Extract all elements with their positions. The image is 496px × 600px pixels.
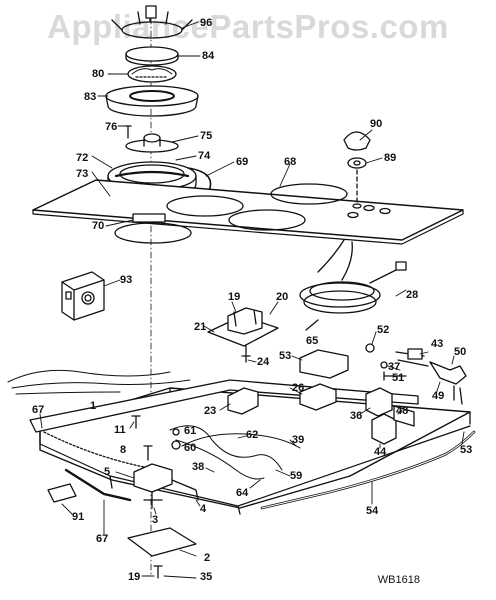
left-wiring (7, 369, 191, 395)
callout-90: 90 (370, 118, 383, 130)
callout-49: 49 (432, 390, 445, 402)
regulator-36 (365, 387, 393, 417)
callout-8: 8 (120, 444, 127, 456)
callout-67b: 67 (96, 533, 109, 545)
callout-84: 84 (202, 50, 215, 62)
callout-72: 72 (76, 152, 89, 164)
callout-80: 80 (92, 68, 105, 80)
bracket-48 (393, 405, 415, 427)
callout-69: 69 (236, 156, 249, 168)
callout-23: 23 (204, 405, 217, 417)
screw-11 (131, 415, 141, 429)
callout-67a: 67 (32, 404, 45, 416)
bottom-rail (64, 468, 132, 502)
callout-54: 54 (366, 505, 379, 517)
callout-26: 26 (292, 382, 305, 394)
callout-74: 74 (198, 150, 211, 162)
electrode-60 (171, 440, 181, 450)
callout-62: 62 (246, 429, 259, 441)
callout-64: 64 (236, 487, 249, 499)
screw-76 (124, 125, 132, 139)
ignitor-module (61, 271, 105, 321)
callout-4: 4 (200, 503, 207, 515)
callout-73: 73 (76, 168, 89, 180)
relay-box (299, 349, 349, 379)
callout-65: 65 (306, 335, 319, 347)
callout-68: 68 (284, 156, 297, 168)
cooktop-panel (32, 179, 464, 245)
drawing-code: WB1618 (377, 574, 420, 586)
burner-orifice (125, 133, 179, 153)
callout-44: 44 (374, 446, 387, 458)
callout-36: 36 (350, 410, 363, 422)
watermark: AppliancePartsPros.com (47, 8, 449, 45)
callout-38: 38 (192, 461, 205, 473)
callout-3: 3 (152, 514, 159, 526)
right-valve-assembly (395, 348, 467, 405)
callout-96: 96 (200, 17, 213, 29)
burner-cap (125, 46, 179, 66)
callout-61: 61 (184, 425, 197, 437)
callout-51: 51 (392, 372, 405, 384)
bolt-51 (383, 371, 407, 381)
spark-wires (169, 425, 301, 480)
callout-89: 89 (384, 152, 397, 164)
callout-11: 11 (114, 424, 126, 436)
screw-8 (143, 445, 153, 461)
callout-39: 39 (292, 434, 305, 446)
callout-48: 48 (396, 405, 409, 417)
callout-60: 60 (184, 442, 197, 454)
power-cord (299, 239, 407, 331)
bracket-91 (47, 483, 77, 503)
callout-53b: 53 (460, 444, 473, 456)
nut-37 (380, 361, 388, 369)
leader-lines (39, 21, 465, 579)
screw-35 (153, 565, 163, 579)
callout-5: 5 (104, 466, 111, 478)
callout-1: 1 (90, 400, 97, 412)
valve-26 (299, 383, 337, 411)
callout-19b: 19 (128, 571, 141, 583)
callout-93: 93 (120, 274, 133, 286)
callout-52: 52 (377, 324, 390, 336)
callout-83: 83 (84, 91, 97, 103)
callout-91: 91 (72, 511, 85, 523)
callout-76: 76 (105, 121, 118, 133)
callout-53a: 53 (279, 350, 292, 362)
callout-75: 75 (200, 130, 213, 142)
terminal-block (207, 307, 279, 363)
electrode-61 (172, 428, 180, 436)
cover-plate (127, 527, 197, 557)
callout-43: 43 (431, 338, 444, 350)
callout-24: 24 (257, 356, 270, 368)
callout-20: 20 (276, 291, 289, 303)
burner-grate (111, 5, 193, 39)
switch-23 (227, 387, 259, 415)
burner-bowl (105, 85, 199, 117)
valve-44 (371, 413, 397, 445)
fitting-52 (365, 343, 375, 353)
callout-28: 28 (406, 289, 419, 301)
callout-70: 70 (92, 220, 105, 232)
callout-50: 50 (454, 346, 467, 358)
callout-2: 2 (204, 552, 211, 564)
trim-ring-70 (132, 213, 166, 223)
callout-59: 59 (290, 470, 303, 482)
burner-head (127, 65, 177, 83)
callout-21: 21 (194, 321, 207, 333)
burner-valve (133, 463, 199, 509)
callout-37: 37 (388, 361, 401, 373)
callout-19a: 19 (228, 291, 241, 303)
callout-35: 35 (200, 571, 213, 583)
control-knob (343, 131, 371, 205)
